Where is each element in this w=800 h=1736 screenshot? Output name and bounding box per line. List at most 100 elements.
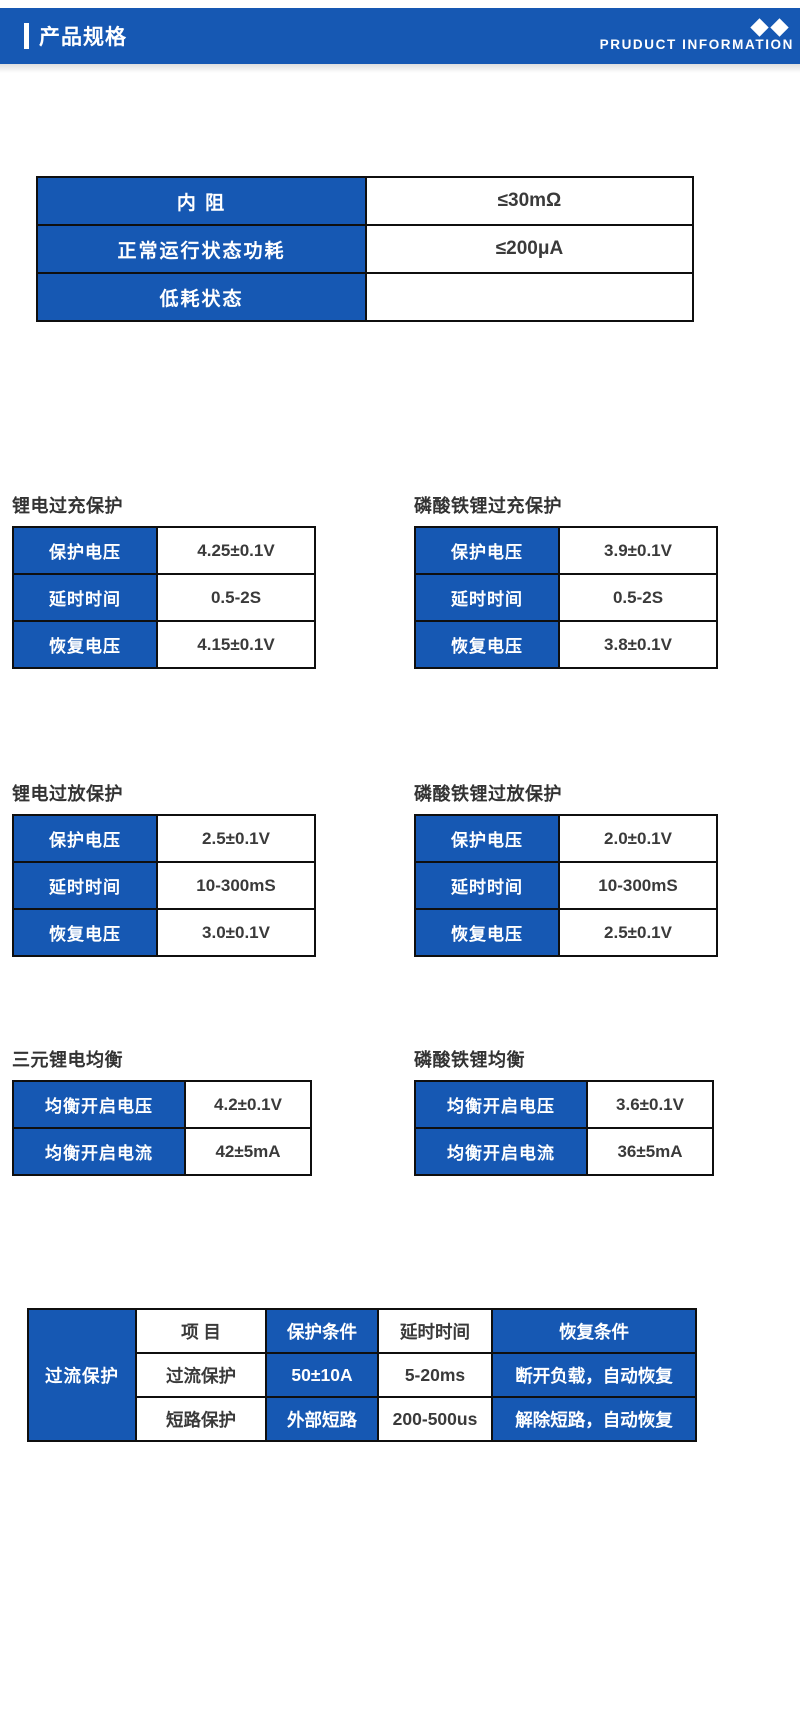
row-label-cell: 延时时间 [414, 573, 560, 622]
table-row: 延时时间 10-300mS [414, 861, 718, 910]
header-right-group: PRUDUCT INFORMATION [599, 17, 794, 52]
header-subtitle: PRUDUCT INFORMATION [599, 36, 794, 52]
table-row: 延时时间 0.5-2S [414, 573, 718, 622]
row-value-cell: 4.2±0.1V [184, 1080, 312, 1129]
row-label-cell: 均衡开启电压 [414, 1080, 588, 1129]
spec-label-cell: 低耗状态 [36, 272, 367, 322]
diamond-icon [750, 17, 769, 37]
block-table: 均衡开启电压 4.2±0.1V 均衡开启电流 42±5mA [12, 1080, 312, 1176]
row-label-cell: 保护电压 [12, 814, 158, 863]
table-row: 均衡开启电流 36±5mA [414, 1127, 714, 1176]
cell-condition: 50±10A [265, 1352, 379, 1398]
block-lifepo4-overdischarge: 磷酸铁锂过放保护 保护电压 2.0±0.1V 延时时间 10-300mS 恢复电… [414, 780, 718, 957]
row-value-cell: 3.0±0.1V [156, 908, 316, 957]
diamond-decoration-group [750, 17, 789, 37]
title-accent-bar [24, 23, 29, 49]
row-value-cell: 3.6±0.1V [586, 1080, 714, 1129]
table-row: 过流保护 50±10A 5-20ms 断开负载，自动恢复 [28, 1352, 697, 1398]
row-label-cell: 延时时间 [12, 573, 158, 622]
page-header: 产品规格 PRUDUCT INFORMATION [0, 8, 800, 64]
table-row: 短路保护 外部短路 200-500us 解除短路，自动恢复 [28, 1396, 697, 1442]
block-lithium-overdischarge: 锂电过放保护 保护电压 2.5±0.1V 延时时间 10-300mS 恢复电压 … [12, 780, 316, 957]
row-value-cell: 3.8±0.1V [558, 620, 718, 669]
row-label-cell: 恢复电压 [414, 908, 560, 957]
col-header-delay: 延时时间 [377, 1308, 493, 1354]
table-row: 延时时间 0.5-2S [12, 573, 316, 622]
block-table-body: 保护电压 2.0±0.1V 延时时间 10-300mS 恢复电压 2.5±0.1… [414, 814, 718, 957]
row-label-cell: 均衡开启电流 [414, 1127, 588, 1176]
row-label-cell: 均衡开启电流 [12, 1127, 186, 1176]
cell-delay: 200-500us [377, 1396, 493, 1442]
row-label-cell: 恢复电压 [414, 620, 560, 669]
overcurrent-table: 过流保护 项 目 保护条件 延时时间 恢复条件 过流保护 50±10A 5-20… [27, 1308, 697, 1442]
row-value-cell: 4.25±0.1V [156, 526, 316, 575]
spec-table: 内 阻 ≤30mΩ 正常运行状态功耗 ≤200μA 低耗状态 [36, 176, 695, 322]
spec-table-body: 内 阻 ≤30mΩ 正常运行状态功耗 ≤200μA 低耗状态 [36, 176, 695, 322]
row-label-cell: 保护电压 [414, 526, 560, 575]
row-value-cell: 36±5mA [586, 1127, 714, 1176]
block-table-body: 均衡开启电压 3.6±0.1V 均衡开启电流 36±5mA [414, 1080, 714, 1176]
row-label-cell: 延时时间 [414, 861, 560, 910]
row-value-cell: 2.0±0.1V [558, 814, 718, 863]
row-label-cell: 保护电压 [414, 814, 560, 863]
block-table: 保护电压 2.5±0.1V 延时时间 10-300mS 恢复电压 3.0±0.1… [12, 814, 316, 957]
table-row: 恢复电压 3.8±0.1V [414, 620, 718, 669]
row-label-cell: 恢复电压 [12, 620, 158, 669]
table-row: 均衡开启电压 3.6±0.1V [414, 1080, 714, 1129]
block-title: 磷酸铁锂过放保护 [414, 784, 562, 804]
table-row: 均衡开启电压 4.2±0.1V [12, 1080, 312, 1129]
table-row: 恢复电压 4.15±0.1V [12, 620, 316, 669]
table-row: 低耗状态 [36, 272, 695, 322]
table-row: 恢复电压 3.0±0.1V [12, 908, 316, 957]
table-row: 延时时间 10-300mS [12, 861, 316, 910]
cell-recovery: 解除短路，自动恢复 [491, 1396, 697, 1442]
block-title: 磷酸铁锂过充保护 [414, 496, 562, 516]
header-shadow [0, 64, 800, 73]
spec-value-cell: ≤200μA [364, 224, 695, 274]
spec-label-cell: 正常运行状态功耗 [36, 224, 367, 274]
row-value-cell: 10-300mS [558, 861, 718, 910]
table-row: 内 阻 ≤30mΩ [36, 176, 695, 226]
block-table: 保护电压 3.9±0.1V 延时时间 0.5-2S 恢复电压 3.8±0.1V [414, 526, 718, 669]
block-title: 三元锂电均衡 [12, 1050, 123, 1070]
col-header-recovery: 恢复条件 [491, 1308, 697, 1354]
table-row: 保护电压 2.0±0.1V [414, 814, 718, 863]
table-header-row: 过流保护 项 目 保护条件 延时时间 恢复条件 [27, 1308, 697, 1442]
row-value-cell: 2.5±0.1V [558, 908, 718, 957]
block-lithium-overcharge: 锂电过充保护 保护电压 4.25±0.1V 延时时间 0.5-2S 恢复电压 4… [12, 492, 316, 669]
block-title: 锂电过放保护 [12, 784, 123, 804]
spec-value-cell: ≤30mΩ [364, 176, 695, 226]
block-table-body: 保护电压 4.25±0.1V 延时时间 0.5-2S 恢复电压 4.15±0.1… [12, 526, 316, 669]
row-value-cell: 0.5-2S [156, 573, 316, 622]
row-value-cell: 10-300mS [156, 861, 316, 910]
row-value-cell: 3.9±0.1V [558, 526, 718, 575]
block-lifepo4-overcharge: 磷酸铁锂过充保护 保护电压 3.9±0.1V 延时时间 0.5-2S 恢复电压 … [414, 492, 718, 669]
col-header-item: 项 目 [135, 1308, 267, 1354]
block-table-body: 保护电压 3.9±0.1V 延时时间 0.5-2S 恢复电压 3.8±0.1V [414, 526, 718, 669]
header-left-group: 产品规格 [24, 21, 127, 51]
table-row: 保护电压 2.5±0.1V [12, 814, 316, 863]
table-row: 保护电压 3.9±0.1V [414, 526, 718, 575]
row-value-cell: 0.5-2S [558, 573, 718, 622]
block-lifepo4-balance: 磷酸铁锂均衡 均衡开启电压 3.6±0.1V 均衡开启电流 36±5mA [414, 1046, 714, 1176]
cell-item: 过流保护 [135, 1352, 267, 1398]
block-title: 磷酸铁锂均衡 [414, 1050, 525, 1070]
cell-recovery: 断开负载，自动恢复 [491, 1352, 697, 1398]
block-ternary-balance: 三元锂电均衡 均衡开启电压 4.2±0.1V 均衡开启电流 42±5mA [12, 1046, 312, 1176]
page-title: 产品规格 [39, 26, 127, 49]
block-table-body: 保护电压 2.5±0.1V 延时时间 10-300mS 恢复电压 3.0±0.1… [12, 814, 316, 957]
table-row: 恢复电压 2.5±0.1V [414, 908, 718, 957]
table-row: 保护电压 4.25±0.1V [12, 526, 316, 575]
diamond-icon [770, 17, 789, 37]
block-title: 锂电过充保护 [12, 496, 123, 516]
spec-value-cell [364, 272, 695, 322]
table-row: 均衡开启电流 42±5mA [12, 1127, 312, 1176]
block-table-body: 均衡开启电压 4.2±0.1V 均衡开启电流 42±5mA [12, 1080, 312, 1176]
row-label-cell: 保护电压 [12, 526, 158, 575]
row-value-cell: 42±5mA [184, 1127, 312, 1176]
cell-item: 短路保护 [135, 1396, 267, 1442]
row-label-cell: 恢复电压 [12, 908, 158, 957]
cell-condition: 外部短路 [265, 1396, 379, 1442]
row-label-cell: 均衡开启电压 [12, 1080, 186, 1129]
cell-delay: 5-20ms [377, 1352, 493, 1398]
